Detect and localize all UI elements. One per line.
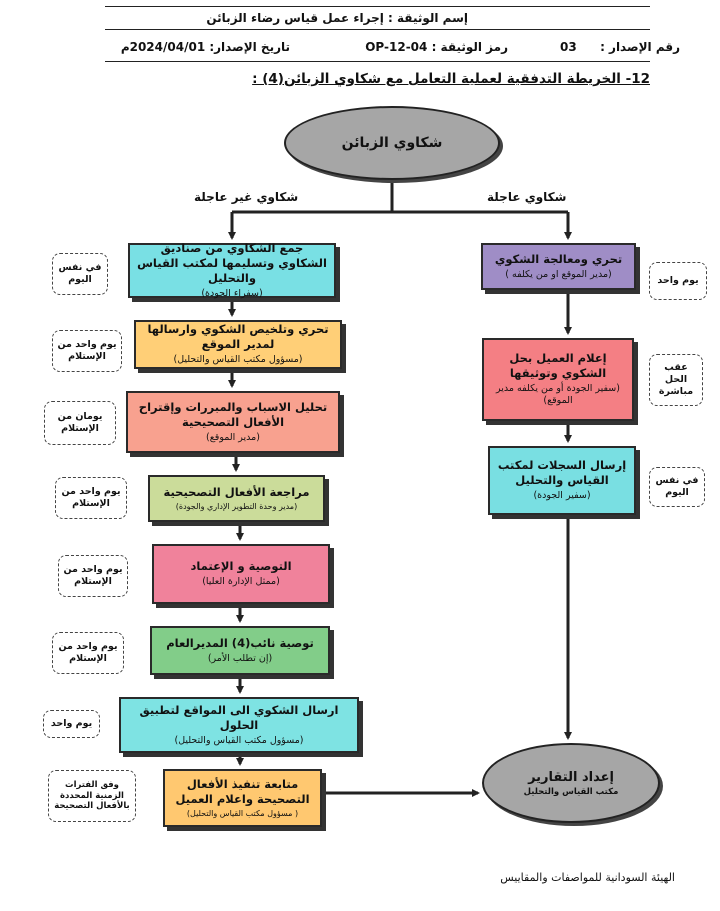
- header-bottom-rule: [105, 61, 650, 62]
- left-step-2-title: تحري وتلخيص الشكوي وارسالها لمدير الموقع: [147, 322, 329, 352]
- header-mid-rule: [105, 29, 650, 30]
- right-step-2: إعلام العميل بحل الشكوي وتوثيقها (سفير ا…: [482, 338, 634, 421]
- right-step-1-title: تحري ومعالجة الشكوي: [494, 251, 623, 266]
- right-step-2-title: إعلام العميل بحل الشكوي وتوثيقها: [509, 351, 607, 381]
- left-note-3: يومان من الإستلام: [44, 401, 116, 445]
- start-node-customer-complaints: شكاوي الزبائن: [284, 106, 500, 180]
- left-step-3-responsible: (مدير الموقع): [206, 431, 260, 443]
- left-note-2: يوم واحد من الإستلام: [52, 330, 122, 372]
- left-step-5-responsible: (ممثل الإدارة العليا): [202, 576, 280, 588]
- right-step-3-title: إرسال السجلات لمكتب القياس والتحليل: [497, 458, 627, 488]
- left-step-8-title: متابعة تنفيذ الأفعال التصحيحة واعلام الع…: [175, 776, 310, 806]
- end-node-report-preparation: إعداد التقارير مكتب القياس والتحليل: [482, 743, 660, 823]
- right-step-1: تحري ومعالجة الشكوي (مدير الموقع او من ي…: [481, 243, 636, 290]
- left-step-6: توصية نائب(4) المديرالعام (إن تطلب الأمر…: [150, 626, 330, 675]
- branch-label-urgent: شكاوي عاجلة: [487, 190, 567, 204]
- left-step-4-responsible: (مدير وحدة التطوير الإداري والجودة): [175, 501, 298, 511]
- left-step-5-title: التوصية و الإعتماد: [190, 559, 292, 574]
- header-top-rule: [105, 6, 650, 7]
- left-note-4: يوم واحد من الإستلام: [55, 477, 127, 519]
- right-step-3-responsible: (سفير الجودة): [533, 490, 591, 502]
- footer-organization: الهيئة السودانية للمواصفات والمقاييس: [500, 871, 675, 884]
- left-note-7: يوم واحد: [43, 710, 100, 738]
- left-step-6-responsible: (إن تطلب الأمر): [207, 652, 273, 664]
- right-step-1-responsible: (مدير الموقع او من يكلفه ): [505, 268, 612, 280]
- issue-number-label: رقم الإصدار :: [600, 40, 680, 54]
- end-node-subtitle: مكتب القياس والتحليل: [523, 786, 619, 797]
- left-step-8: متابعة تنفيذ الأفعال التصحيحة واعلام الع…: [163, 769, 322, 827]
- issue-number-value: 03: [560, 40, 577, 54]
- branch-label-non-urgent: شكاوي غير عاجلة: [194, 190, 299, 204]
- right-step-2-responsible: (سفير الجودة أو من يكلفه مدير الموقع): [496, 383, 620, 407]
- left-step-1-responsible: (سفراء الجودة): [201, 287, 263, 299]
- left-step-2-responsible: (مسؤول مكتب القياس والتحليل): [173, 354, 303, 366]
- left-note-5: يوم واحد من الإستلام: [58, 555, 128, 597]
- left-step-2: تحري وتلخيص الشكوي وارسالها لمدير الموقع…: [134, 320, 342, 369]
- start-node-label: شكاوي الزبائن: [341, 135, 443, 151]
- left-step-4: مراجعة الأفعال التصحيحية (مدير وحدة التط…: [148, 475, 325, 522]
- left-note-8: وفق الفترات الزمنية المحددة بالأفعال الت…: [48, 770, 136, 822]
- left-step-7-title: ارسال الشكوي الى المواقع لتطبيق الحلول: [139, 702, 339, 732]
- right-note-2: عقب الحل مباشرة: [649, 354, 703, 406]
- left-step-1-title: جمع الشكاوي من صناديق الشكاوي وتسليمها ل…: [137, 240, 327, 285]
- left-step-6-title: توصية نائب(4) المديرالعام: [166, 635, 314, 650]
- left-note-6: يوم واحد من الإستلام: [52, 632, 124, 674]
- end-node-title: إعداد التقارير: [528, 769, 614, 785]
- right-note-3: في نفس اليوم: [649, 467, 705, 507]
- right-step-3: إرسال السجلات لمكتب القياس والتحليل (سفي…: [488, 446, 636, 515]
- document-name: إسم الوثيقة : إجراء عمل قياس رضاء الزبائ…: [206, 11, 468, 25]
- left-step-3: تحليل الاسباب والمبررات وإقتراح الأفعال …: [126, 391, 340, 453]
- document-code: رمز الوثيقة : OP-12-04: [365, 40, 508, 54]
- left-step-8-responsible: ( مسؤول مكتب القياس والتحليل): [186, 808, 299, 818]
- left-step-7: ارسال الشكوي الى المواقع لتطبيق الحلول (…: [119, 697, 359, 753]
- left-step-1: جمع الشكاوي من صناديق الشكاوي وتسليمها ل…: [128, 240, 336, 299]
- right-note-1: يوم واحد: [649, 262, 707, 300]
- left-step-5: التوصية و الإعتماد (ممثل الإدارة العليا): [152, 544, 330, 604]
- left-step-4-title: مراجعة الأفعال التصحيحية: [163, 484, 310, 499]
- left-note-1: في نفس اليوم: [52, 253, 108, 295]
- left-step-7-responsible: (مسؤول مكتب القياس والتحليل): [174, 734, 304, 746]
- left-step-3-title: تحليل الاسباب والمبررات وإقتراح الأفعال …: [138, 399, 328, 429]
- issue-date: تاريخ الإصدار: 2024/04/01م: [120, 40, 290, 54]
- section-title: 12- الخريطة التدفقية لعملية التعامل مع ش…: [252, 71, 650, 87]
